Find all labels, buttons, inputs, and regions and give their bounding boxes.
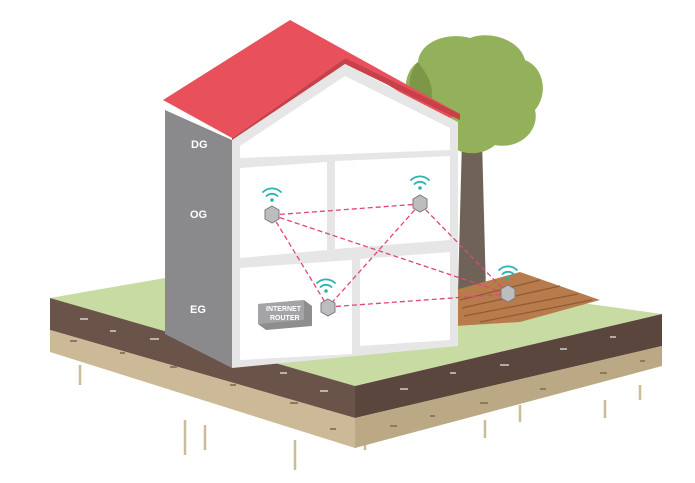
room-og-right	[335, 156, 450, 249]
wifi-icon	[410, 175, 430, 190]
mesh-line	[271, 203, 421, 216]
mesh-node-icon	[320, 298, 336, 317]
mesh-node-icon	[500, 284, 516, 303]
wifi-icon	[498, 265, 518, 280]
mesh-line	[327, 203, 421, 308]
mesh-line	[327, 293, 509, 308]
room-eg-right	[360, 252, 450, 346]
floor-label-eg: EG	[190, 304, 206, 316]
soil-light-left	[50, 330, 355, 448]
house: DG OG EG	[163, 20, 460, 368]
wifi-icon	[316, 278, 336, 293]
mesh-node-og-right	[410, 175, 430, 213]
mesh-node-garden	[498, 265, 518, 303]
soil-speckles-light	[70, 340, 645, 430]
mesh-node-icon	[264, 205, 280, 224]
router-device-icon: INTERNET ROUTER	[258, 300, 312, 330]
soil-dark-left	[50, 298, 355, 418]
mesh-line	[419, 203, 509, 295]
tree-trunk	[458, 140, 486, 292]
mesh-connections	[271, 203, 509, 308]
router-label-line2: ROUTER	[270, 315, 300, 322]
soil-light-right	[355, 346, 662, 448]
mesh-node-eg	[316, 278, 336, 317]
floor-label-og: OG	[190, 209, 207, 221]
floor-label-dg: DG	[191, 139, 208, 151]
mesh-node-og-left	[262, 187, 282, 224]
attic	[240, 76, 450, 158]
mesh-node-icon	[412, 194, 428, 213]
room-og-left	[240, 162, 327, 258]
wifi-icon	[262, 187, 282, 202]
mesh-line	[271, 214, 329, 308]
mesh-line	[271, 214, 509, 295]
roof	[163, 20, 460, 138]
house-side-wall	[165, 110, 232, 368]
router-label-line1: INTERNET	[266, 306, 302, 313]
